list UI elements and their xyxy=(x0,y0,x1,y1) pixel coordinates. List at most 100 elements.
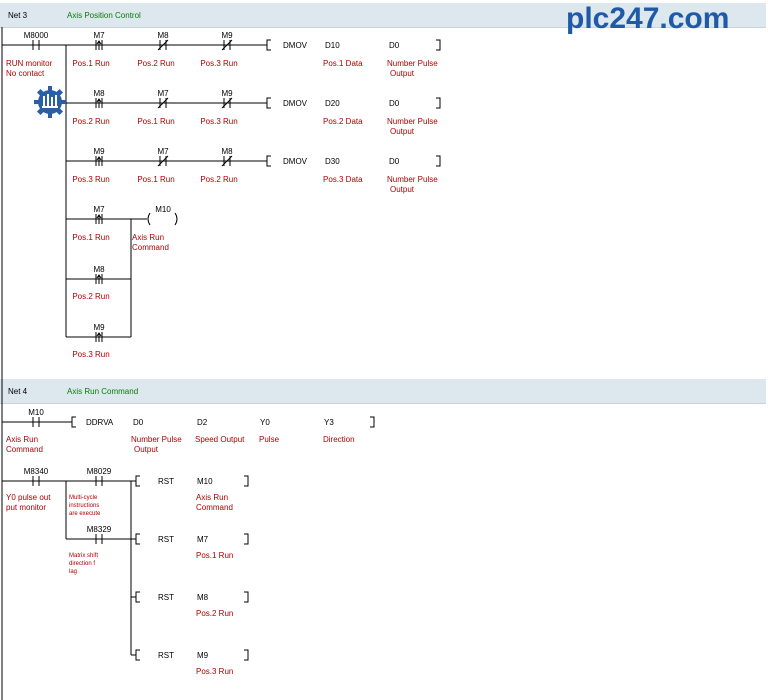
contact-comment: Pos.1 Run xyxy=(72,59,109,68)
instr-bracket-right xyxy=(370,416,375,428)
instr-bracket-right xyxy=(436,39,441,51)
contact-addr: M7 xyxy=(93,205,105,214)
contact-m9-pulse[interactable] xyxy=(86,331,112,343)
instr-operand-comment: Pos.1 Run xyxy=(196,551,233,560)
contact-comment: Axis Run xyxy=(6,435,38,444)
instr-bracket-left xyxy=(71,416,76,428)
contact-addr: M9 xyxy=(221,31,233,40)
contact-addr: M8340 xyxy=(24,467,49,476)
contact-m7-pulse[interactable] xyxy=(86,39,112,51)
instr-operand-comment: Output xyxy=(390,127,415,136)
contact-addr: M8 xyxy=(157,31,169,40)
rst-row-4: RST M9 Pos.3 Run xyxy=(131,649,249,676)
contact-addr: M8 xyxy=(93,265,105,274)
instr-mnemonic[interactable]: DDRVA xyxy=(86,418,114,427)
contact-comment: Matrix shift xyxy=(69,553,98,559)
coil-m10-left[interactable] xyxy=(147,212,151,226)
instr-operand: M10 xyxy=(197,477,213,486)
instr-operand-comment: Number Pulse xyxy=(387,59,438,68)
instr-operand: D30 xyxy=(325,157,340,166)
contact-addr: M7 xyxy=(157,89,169,98)
contact-comment: put monitor xyxy=(6,503,46,512)
instr-operand: M9 xyxy=(197,651,209,660)
instr-operand-comment: Number Pulse xyxy=(387,175,438,184)
instr-mnemonic[interactable]: RST xyxy=(158,535,174,544)
instr-mnemonic[interactable]: RST xyxy=(158,651,174,660)
contact-comment: Y0 pulse out xyxy=(6,493,51,502)
net3-comment: Axis Position Control xyxy=(67,11,141,20)
instr-operand: D0 xyxy=(389,157,400,166)
instr-operand-comment: Direction xyxy=(323,435,355,444)
contact-addr: M8 xyxy=(93,89,105,98)
instr-mnemonic[interactable]: RST xyxy=(158,477,174,486)
instr-operand-comment: Output xyxy=(390,185,415,194)
contact-addr: M7 xyxy=(93,31,105,40)
instr-mnemonic[interactable]: DMOV xyxy=(283,99,308,108)
instr-operand-comment: Pos.3 Data xyxy=(323,175,363,184)
coil-addr: M10 xyxy=(155,205,171,214)
contact-comment: direction f xyxy=(69,561,95,567)
instr-operand: M8 xyxy=(197,593,209,602)
instr-operand-comment: Pos.2 Data xyxy=(323,117,363,126)
instr-operand: M7 xyxy=(197,535,209,544)
contact-comment: Pos.3 Run xyxy=(72,350,109,359)
contact-comment: Pos.1 Run xyxy=(72,233,109,242)
rst-row-3: RST M8 Pos.2 Run xyxy=(131,591,249,618)
instr-operand: D0 xyxy=(133,418,144,427)
contact-addr: M10 xyxy=(28,408,44,417)
instr-operand-comment: Output xyxy=(134,445,159,454)
instr-operand: Y3 xyxy=(324,418,334,427)
contact-m8-pulse[interactable] xyxy=(86,97,112,109)
instr-operand-comment: Pos.3 Run xyxy=(196,667,233,676)
contact-m8-nc[interactable] xyxy=(150,39,176,51)
instr-mnemonic[interactable]: DMOV xyxy=(283,41,308,50)
contact-addr: M8 xyxy=(221,147,233,156)
instr-bracket-right xyxy=(436,155,441,167)
contact-m8-nc[interactable] xyxy=(214,155,240,167)
contact-comment: lag xyxy=(69,569,77,575)
contact-comment: Pos.2 Run xyxy=(200,175,237,184)
contact-m7-pulse[interactable] xyxy=(86,213,112,225)
contact-comment: Pos.2 Run xyxy=(72,117,109,126)
contact-comment: Pos.1 Run xyxy=(137,117,174,126)
contact-comment: Pos.2 Run xyxy=(137,59,174,68)
contact-comment: instructions xyxy=(69,503,99,509)
contact-comment: Pos.3 Run xyxy=(200,117,237,126)
contact-m9-nc[interactable] xyxy=(214,39,240,51)
contact-addr: M7 xyxy=(157,147,169,156)
instr-operand: D0 xyxy=(389,99,400,108)
instr-mnemonic[interactable]: RST xyxy=(158,593,174,602)
coil-m10-right[interactable] xyxy=(174,212,178,226)
net4-label: Net 4 xyxy=(8,387,28,396)
rst-row-2: RST M7 Pos.1 Run xyxy=(131,533,249,560)
contact-comment: Pos.3 Run xyxy=(200,59,237,68)
net4-comment: Axis Run Command xyxy=(67,387,139,396)
contact-m7-nc[interactable] xyxy=(150,97,176,109)
instr-operand-comment: Number Pulse xyxy=(131,435,182,444)
contact-m8000-comment-2: No contact xyxy=(6,69,45,78)
coil-comment: Axis Run xyxy=(132,233,164,242)
instr-operand-comment: Axis Run xyxy=(196,493,228,502)
contact-m9-pulse[interactable] xyxy=(86,155,112,167)
contact-m8-pulse[interactable] xyxy=(86,273,112,285)
instr-operand-comment: Pulse xyxy=(259,435,280,444)
contact-addr: M9 xyxy=(93,323,105,332)
instr-operand: Y0 xyxy=(260,418,270,427)
instr-operand-comment: Pos.1 Data xyxy=(323,59,363,68)
contact-addr: M9 xyxy=(221,89,233,98)
contact-addr: M8329 xyxy=(87,525,112,534)
instr-operand-comment: Number Pulse xyxy=(387,117,438,126)
contact-m9-nc[interactable] xyxy=(214,97,240,109)
instr-mnemonic[interactable]: DMOV xyxy=(283,157,308,166)
contact-m7-nc[interactable] xyxy=(150,155,176,167)
instr-operand: D0 xyxy=(389,41,400,50)
contact-comment: Multi-cycle xyxy=(69,495,98,501)
instr-bracket-left xyxy=(266,155,271,167)
instr-bracket-left xyxy=(266,97,271,109)
net3-label: Net 3 xyxy=(8,11,28,20)
contact-addr: M8029 xyxy=(87,467,112,476)
contact-comment: Command xyxy=(6,445,43,454)
contact-comment: Pos.1 Run xyxy=(137,175,174,184)
contact-m8000-comment: RUN monitor xyxy=(6,59,53,68)
